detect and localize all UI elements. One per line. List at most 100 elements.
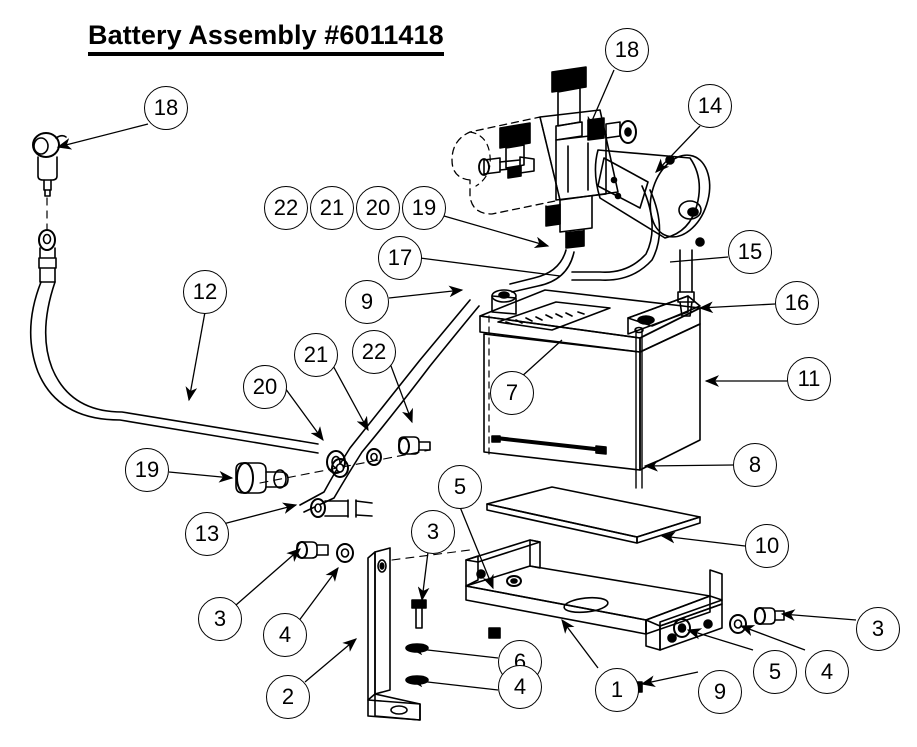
callout-bubble-5[interactable]: 5: [753, 650, 797, 694]
leader-line: [739, 625, 806, 651]
battery-tray: [465, 539, 723, 651]
callout-number: 14: [697, 93, 723, 118]
callout-bubble-5[interactable]: 5: [438, 465, 482, 509]
callout-number: 22: [361, 339, 387, 364]
callout-number: 21: [319, 195, 345, 220]
callout-number: 12: [192, 279, 218, 304]
leader-line: [640, 671, 699, 687]
leader-line: [643, 460, 734, 472]
callout-bubble-4[interactable]: 4: [498, 665, 542, 709]
callout-number: 3: [213, 606, 227, 631]
callout-bubble-13[interactable]: 13: [185, 512, 229, 556]
callout-bubble-11[interactable]: 11: [787, 357, 831, 401]
callout-number: 3: [426, 519, 440, 544]
leader-line: [387, 357, 413, 424]
leader-line: [408, 675, 499, 691]
leader-line: [660, 531, 746, 547]
callout-number: 3: [871, 616, 885, 641]
callout-number: 19: [411, 195, 437, 220]
callout-bubble-16[interactable]: 16: [775, 281, 819, 325]
callout-bubble-9[interactable]: 9: [698, 670, 742, 714]
callout-number: 2: [281, 684, 295, 709]
leader-line: [222, 502, 298, 525]
callout-number: 4: [820, 659, 834, 684]
leader-line: [419, 257, 561, 277]
leader-line: [669, 256, 729, 263]
callout-number: 10: [754, 533, 780, 558]
callout-bubble-3[interactable]: 3: [198, 597, 242, 641]
callout-number: 16: [784, 290, 810, 315]
callout-bubble-10[interactable]: 10: [745, 524, 789, 568]
leader-line: [655, 125, 701, 173]
callout-bubble-1[interactable]: 1: [595, 668, 639, 712]
leader-line: [56, 123, 149, 150]
callout-number: 7: [505, 380, 519, 405]
callout-number: 20: [365, 195, 391, 220]
callout-bubble-8[interactable]: 8: [733, 443, 777, 487]
callout-number: 15: [737, 239, 763, 264]
callout-bubble-19[interactable]: 19: [125, 448, 169, 492]
callout-bubble-4[interactable]: 4: [805, 650, 849, 694]
callout-number: 11: [797, 366, 821, 391]
leader-line: [185, 311, 206, 402]
leader-line: [443, 215, 550, 249]
callout-bubble-21[interactable]: 21: [294, 333, 338, 377]
callout-bubble-22[interactable]: 22: [352, 330, 396, 374]
leader-line: [686, 628, 754, 651]
callout-number: 22: [273, 195, 299, 220]
battery-cable-positive: [235, 299, 480, 518]
callout-number: 18: [153, 95, 179, 120]
battery: [479, 289, 701, 489]
callout-bubble-22[interactable]: 22: [264, 186, 308, 230]
battery-pad: [486, 486, 701, 544]
leader-line: [698, 301, 776, 314]
cable-hardware-stack: [331, 436, 431, 478]
leader-line: [284, 387, 324, 442]
leader-line: [235, 548, 301, 606]
leader-line: [780, 609, 857, 621]
callout-bubble-21[interactable]: 21: [310, 186, 354, 230]
callout-number: 18: [614, 37, 640, 62]
callout-number: 17: [387, 245, 413, 270]
callout-bubble-18[interactable]: 18: [605, 28, 649, 72]
callout-number: 9: [360, 289, 374, 314]
hold-down-bracket: [367, 547, 471, 721]
page-title: Battery Assembly #6011418: [88, 20, 444, 56]
callout-bubble-15[interactable]: 15: [728, 230, 772, 274]
leader-line: [304, 638, 357, 683]
leader-line: [297, 566, 339, 623]
callout-number: 21: [303, 342, 329, 367]
leader-line: [168, 470, 234, 483]
callout-bubble-19[interactable]: 19: [402, 186, 446, 230]
callout-number: 20: [252, 374, 278, 399]
callout-bubble-18[interactable]: 18: [144, 86, 188, 130]
leader-line: [417, 551, 430, 602]
callout-number: 13: [194, 521, 220, 546]
callout-bubble-20[interactable]: 20: [356, 186, 400, 230]
callout-number: 8: [748, 452, 762, 477]
callout-number: 19: [134, 457, 160, 482]
leader-line: [408, 643, 499, 659]
callout-bubble-20[interactable]: 20: [243, 365, 287, 409]
callout-number: 5: [768, 659, 782, 684]
callout-bubble-12[interactable]: 12: [183, 270, 227, 314]
callout-number: 1: [610, 677, 624, 702]
callout-bubble-3[interactable]: 3: [856, 607, 900, 651]
callout-bubble-3[interactable]: 3: [411, 510, 455, 554]
callout-number: 9: [713, 679, 727, 704]
callout-bubble-7[interactable]: 7: [490, 371, 534, 415]
leader-line: [519, 339, 563, 379]
callout-bubble-9[interactable]: 9: [345, 280, 389, 324]
callout-bubble-2[interactable]: 2: [266, 675, 310, 719]
callout-number: 4: [278, 622, 292, 647]
hydraulic-power-unit: [451, 66, 711, 317]
callout-bubble-4[interactable]: 4: [263, 613, 307, 657]
callout-number: 5: [453, 474, 467, 499]
callout-bubble-17[interactable]: 17: [378, 236, 422, 280]
leader-line: [587, 69, 615, 132]
leader-line: [561, 618, 599, 669]
leader-line: [459, 506, 494, 590]
callout-bubble-14[interactable]: 14: [688, 84, 732, 128]
